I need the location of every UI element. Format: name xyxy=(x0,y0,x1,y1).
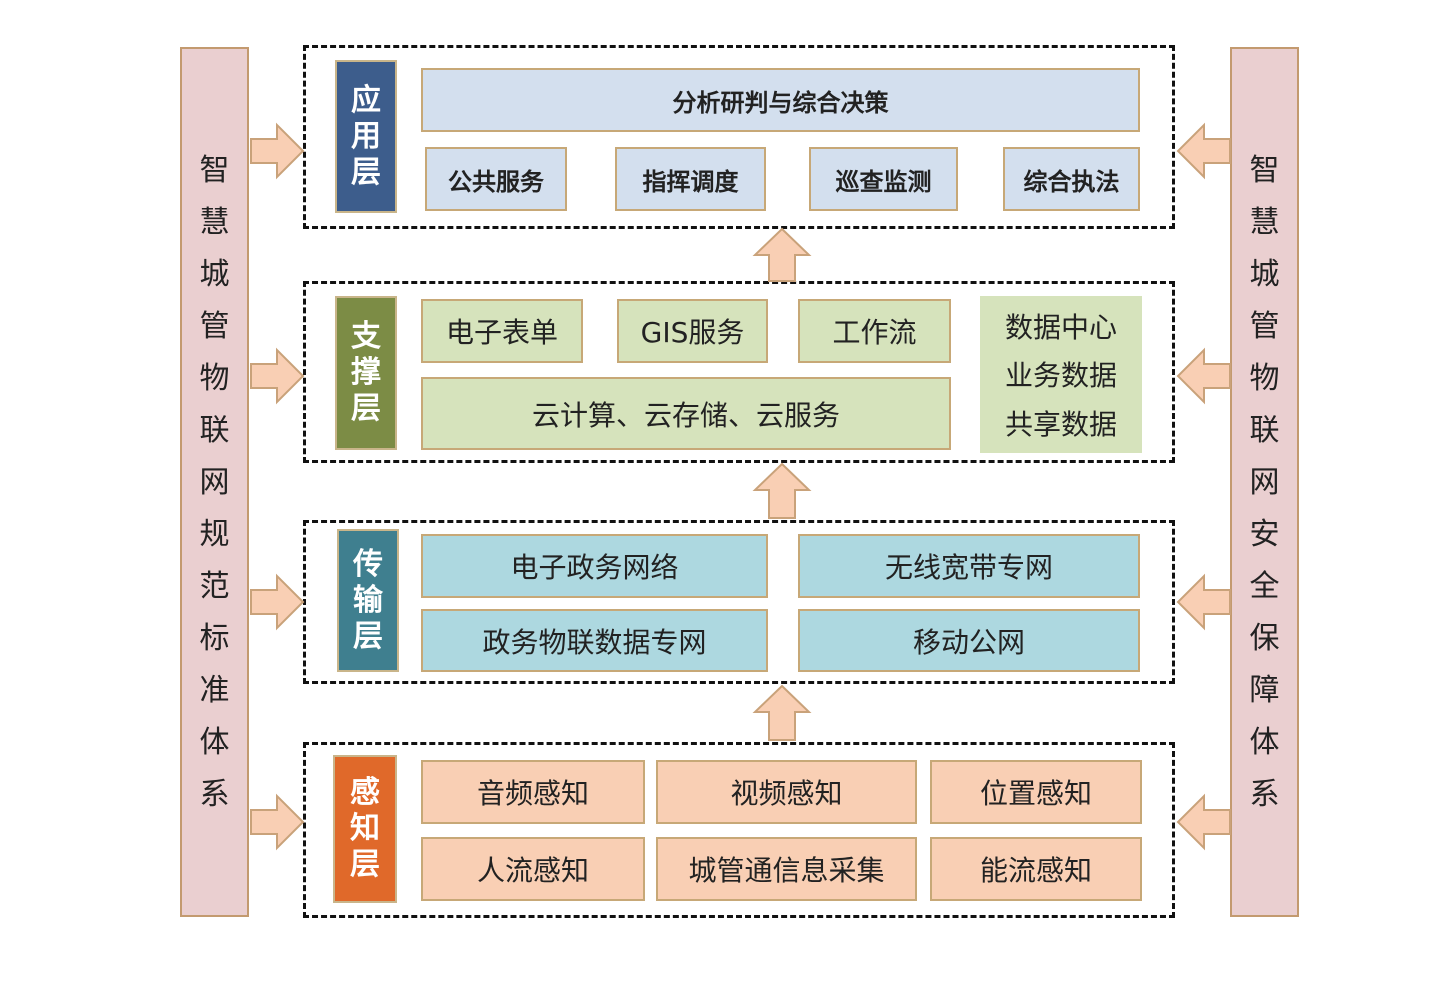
tag-char: 输 xyxy=(353,582,383,618)
left-arrow-icon xyxy=(1176,347,1231,405)
perception-layer-frame xyxy=(303,742,1175,918)
tag-char: 感 xyxy=(350,775,380,810)
data-center-box: 数据中心 业务数据 共享数据 xyxy=(980,296,1142,453)
perception-layer-tag: 感 知 层 xyxy=(333,755,397,903)
pillar-char: 智 xyxy=(199,153,230,188)
workflow-box: 工作流 xyxy=(798,299,951,363)
tag-char: 撑 xyxy=(351,355,381,390)
transmission-layer-frame xyxy=(303,520,1175,684)
transmission-layer-tag: 传 输 层 xyxy=(337,529,399,672)
left-arrow-icon xyxy=(1176,573,1231,631)
pillar-char: 系 xyxy=(199,777,230,812)
pillar-char: 智 xyxy=(1249,153,1280,188)
right-pillar-security: 智 慧 城 管 物 联 网 安 全 保 障 体 系 xyxy=(1230,47,1299,917)
tag-char: 传 xyxy=(353,546,383,582)
location-sensing-box: 位置感知 xyxy=(930,760,1142,824)
right-arrow-icon xyxy=(250,793,305,851)
energy-sensing-box: 能流感知 xyxy=(930,837,1142,901)
gis-service-box: GIS服务 xyxy=(617,299,768,363)
tag-char: 层 xyxy=(351,391,381,426)
law-enforcement-box: 综合执法 xyxy=(1003,147,1140,211)
shared-data-label: 共享数据 xyxy=(1004,407,1117,441)
public-service-box: 公共服务 xyxy=(425,147,567,211)
pillar-char: 城 xyxy=(1249,257,1280,292)
pillar-char: 联 xyxy=(1249,413,1280,448)
pillar-char: 联 xyxy=(199,413,230,448)
pillar-char: 范 xyxy=(199,569,230,604)
e-form-box: 电子表单 xyxy=(421,299,583,363)
wireless-broadband-box: 无线宽带专网 xyxy=(798,534,1140,598)
pillar-char: 全 xyxy=(1249,569,1280,604)
tag-char: 应 xyxy=(351,82,381,118)
cloud-services-box: 云计算、云存储、云服务 xyxy=(421,377,951,450)
pillar-char: 网 xyxy=(1249,465,1280,500)
application-layer-frame xyxy=(303,45,1175,229)
pillar-char: 体 xyxy=(1249,725,1280,760)
tag-char: 知 xyxy=(350,811,380,846)
mobile-public-network-box: 移动公网 xyxy=(798,609,1140,672)
pillar-char: 系 xyxy=(1249,777,1280,812)
pillar-char: 保 xyxy=(1249,621,1280,656)
pillar-char: 准 xyxy=(199,673,230,708)
audio-sensing-box: 音频感知 xyxy=(421,760,645,824)
pillar-char: 管 xyxy=(1249,309,1280,344)
tag-char: 层 xyxy=(351,154,381,190)
command-dispatch-box: 指挥调度 xyxy=(615,147,766,211)
up-arrow-icon xyxy=(752,227,812,282)
pillar-char: 物 xyxy=(1249,361,1280,396)
pillar-char: 安 xyxy=(1249,517,1280,552)
chengguantong-collection-box: 城管通信息采集 xyxy=(656,837,917,901)
analysis-decision-box: 分析研判与综合决策 xyxy=(421,68,1140,132)
gov-iot-network-box: 政务物联数据专网 xyxy=(421,609,768,672)
right-arrow-icon xyxy=(250,573,305,631)
pillar-char: 网 xyxy=(199,465,230,500)
tag-char: 层 xyxy=(350,847,380,882)
left-arrow-icon xyxy=(1176,793,1231,851)
e-gov-network-box: 电子政务网络 xyxy=(421,534,768,598)
pillar-char: 管 xyxy=(199,309,230,344)
left-pillar-standards: 智 慧 城 管 物 联 网 规 范 标 准 体 系 xyxy=(180,47,249,917)
support-layer-frame xyxy=(303,281,1175,463)
tag-char: 支 xyxy=(351,319,381,354)
right-arrow-icon xyxy=(250,347,305,405)
pillar-char: 慧 xyxy=(199,205,230,240)
pillar-char: 规 xyxy=(199,517,230,552)
pillar-char: 慧 xyxy=(1249,205,1280,240)
pillar-char: 障 xyxy=(1249,673,1280,708)
patrol-monitor-box: 巡查监测 xyxy=(809,147,958,211)
data-center-label: 数据中心 xyxy=(1004,311,1117,345)
up-arrow-icon xyxy=(752,462,812,519)
support-layer-tag: 支 撑 层 xyxy=(335,296,397,450)
pillar-char: 体 xyxy=(199,725,230,760)
pillar-char: 城 xyxy=(199,257,230,292)
video-sensing-box: 视频感知 xyxy=(656,760,917,824)
tag-char: 层 xyxy=(353,618,383,654)
application-layer-tag: 应 用 层 xyxy=(335,60,397,213)
left-arrow-icon xyxy=(1176,122,1231,180)
pillar-char: 物 xyxy=(199,361,230,396)
tag-char: 用 xyxy=(351,118,381,154)
pillar-char: 标 xyxy=(199,621,230,656)
crowd-sensing-box: 人流感知 xyxy=(421,837,645,901)
right-arrow-icon xyxy=(250,122,305,180)
up-arrow-icon xyxy=(752,684,812,741)
business-data-label: 业务数据 xyxy=(1004,359,1117,393)
